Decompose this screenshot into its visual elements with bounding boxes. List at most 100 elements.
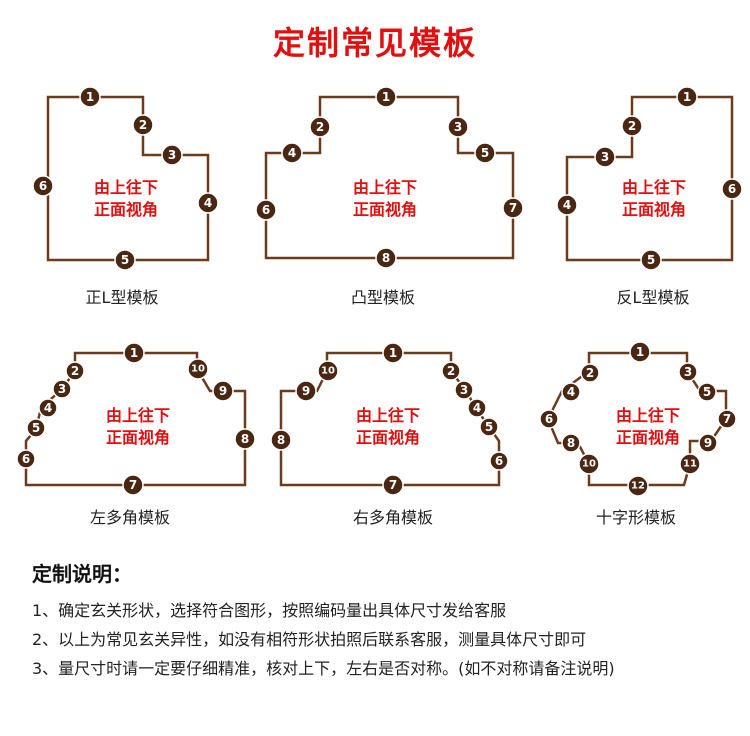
badge-1: 1 [676,86,698,108]
svg-text:5: 5 [32,421,40,435]
notes-heading: 定制说明： [32,562,132,586]
svg-text:1: 1 [683,90,691,104]
svg-text:3: 3 [58,382,66,396]
badge-6: 6 [489,451,509,471]
template-left-multi-angle[interactable]: 1 2 3 4 5 6 7 8 9 10 [16,342,256,496]
page-title: 定制常见模板 [272,24,477,62]
template-reverse-l-shape[interactable]: 1 2 3 4 5 6 [556,86,743,271]
badge-4: 4 [467,398,487,418]
badge-7: 7 [122,474,144,496]
svg-text:2: 2 [316,120,324,134]
caption-reverse-l-shape: 反L型模板 [616,288,690,307]
svg-text:5: 5 [485,420,493,434]
svg-text:1: 1 [389,346,397,360]
inside-line-2: 正面视角 [621,200,686,219]
badge-3: 3 [454,380,474,400]
inside-text-l-shape: 由上往下 正面视角 [56,177,196,221]
badge-2: 2 [621,115,643,137]
template-convex[interactable]: 1 2 3 4 5 6 7 8 [255,86,524,269]
svg-text:4: 4 [567,385,575,399]
badge-3: 3 [447,116,469,138]
svg-text:7: 7 [389,478,397,492]
badge-12: 12 [627,475,649,497]
svg-text:1: 1 [636,345,644,359]
badge-5: 5 [474,142,496,164]
svg-text:2: 2 [586,366,594,380]
badge-9: 9 [698,433,718,453]
svg-text:8: 8 [567,436,575,450]
caption-right-multi-angle: 右多角模板 [352,508,433,527]
inside-line-1: 由上往下 [355,406,420,425]
svg-text:2: 2 [139,118,147,132]
svg-text:11: 11 [683,459,697,470]
svg-text:3: 3 [601,150,609,164]
badge-9: 9 [212,380,234,402]
badge-6: 6 [721,178,743,200]
svg-text:4: 4 [288,146,296,160]
badge-5: 5 [114,249,136,271]
svg-text:9: 9 [704,436,712,450]
svg-text:3: 3 [460,383,468,397]
inside-text-right-multi-angle: 由上往下 正面视角 [318,405,458,449]
template-cross[interactable]: 1 2 3 4 5 6 7 8 9 10 11 12 [539,341,737,497]
badge-8: 8 [375,247,397,269]
svg-text:3: 3 [168,148,176,162]
badge-4: 4 [556,194,578,216]
badge-4: 4 [561,382,581,402]
inside-text-left-multi-angle: 由上往下 正面视角 [68,405,208,449]
svg-text:8: 8 [382,251,390,265]
svg-text:6: 6 [39,179,47,193]
svg-text:4: 4 [473,401,481,415]
templates-diagram: 1 2 3 4 5 6 1 2 3 4 5 6 7 8 1 2 3 4 5 6 … [16,86,743,497]
svg-text:7: 7 [129,478,137,492]
svg-text:9: 9 [219,384,227,398]
badge-4: 4 [197,192,219,214]
badge-5: 5 [640,249,662,271]
svg-text:10: 10 [321,366,335,377]
badge-3: 3 [678,362,698,382]
svg-text:5: 5 [647,253,655,267]
badge-8: 8 [270,429,292,451]
svg-text:6: 6 [262,203,270,217]
svg-text:4: 4 [44,401,52,415]
inside-text-reverse-l-shape: 由上往下 正面视角 [584,177,724,221]
badge-7: 7 [382,474,404,496]
badge-1: 1 [375,86,397,108]
svg-text:8: 8 [277,433,285,447]
inside-line-2: 正面视角 [355,428,420,447]
caption-l-shape: 正L型模板 [85,288,159,307]
badge-8: 8 [234,428,256,450]
inside-line-1: 由上往下 [621,178,686,197]
badge-10: 10 [317,360,339,382]
badge-3: 3 [161,144,183,166]
badge-3: 3 [594,146,616,168]
svg-text:2: 2 [628,119,636,133]
badge-5: 5 [26,418,46,438]
svg-text:5: 5 [703,385,711,399]
inside-text-cross: 由上往下 正面视角 [578,405,718,449]
badge-1: 1 [79,86,101,108]
badge-1: 1 [629,341,651,363]
inside-line-1: 由上往下 [93,178,158,197]
svg-text:6: 6 [495,454,503,468]
inside-line-2: 正面视角 [105,428,170,447]
outline [46,95,210,262]
template-right-multi-angle[interactable]: 1 2 3 4 5 6 7 8 9 10 [270,342,509,496]
badge-6: 6 [539,409,559,429]
note-item-2: 2、以上为常见玄关异性，如没有相符形状拍照后联系客服，测量具体尺寸即可 [32,630,587,649]
badge-9: 9 [295,380,317,402]
svg-text:6: 6 [545,412,553,426]
badge-2: 2 [132,114,154,136]
badge-10: 10 [187,358,209,380]
badge-2: 2 [65,361,85,381]
svg-text:2: 2 [71,364,79,378]
svg-text:3: 3 [454,120,462,134]
inside-line-1: 由上往下 [105,406,170,425]
svg-text:6: 6 [728,182,736,196]
badge-3: 3 [52,379,72,399]
outline [565,95,734,262]
template-l-shape[interactable]: 1 2 3 4 5 6 [32,86,219,271]
badge-1: 1 [123,342,145,364]
svg-text:9: 9 [302,384,310,398]
badge-7: 7 [502,197,524,219]
